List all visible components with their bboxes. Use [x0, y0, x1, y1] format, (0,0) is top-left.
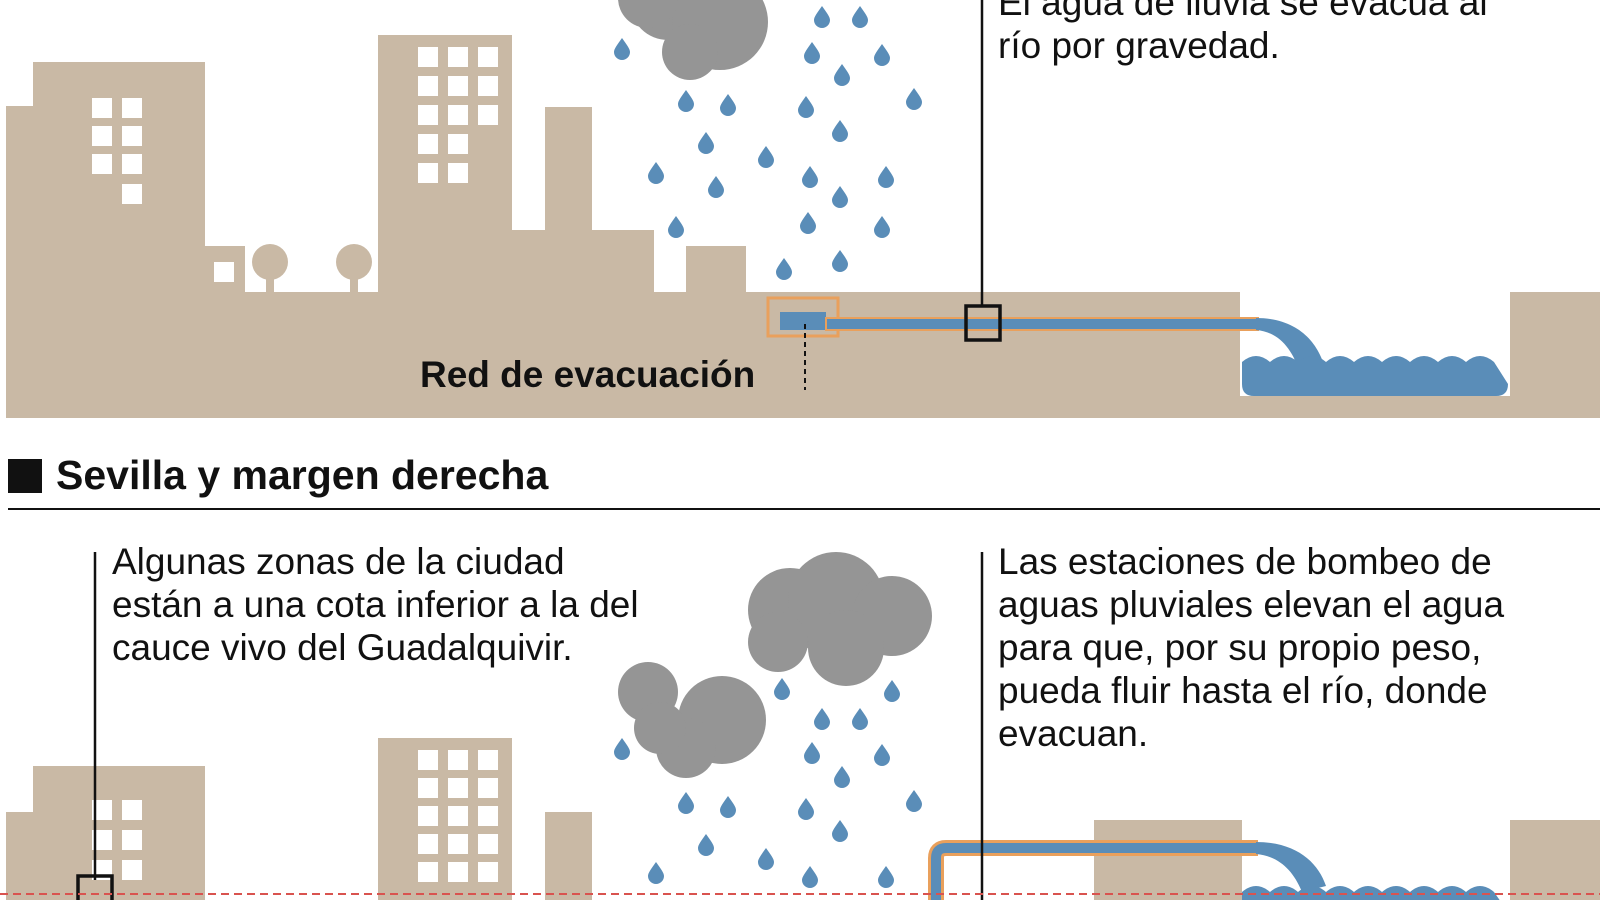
- gravity-evacuation-note: El agua de lluvia se evacua al río por g…: [998, 0, 1488, 66]
- low-zones-note: Algunas zonas de la ciudad están a una c…: [112, 541, 639, 668]
- top-cloud-icon: [618, 0, 768, 80]
- top-trees: [252, 244, 372, 296]
- bottom-pumping-network: [928, 840, 1500, 900]
- evacuation-network-label: Red de evacuación: [420, 354, 756, 395]
- top-drain-network: [766, 296, 1508, 396]
- pumping-stations-note: Las estaciones de bombeo de aguas pluvia…: [998, 541, 1505, 754]
- top-callout-marker: [964, 304, 1002, 342]
- top-panel: [6, 0, 1600, 418]
- top-right-bank: [1510, 297, 1600, 418]
- top-windows: [92, 47, 498, 282]
- top-buildings: [6, 35, 746, 296]
- bottom-cloud-large-icon: [748, 552, 932, 686]
- top-rain-drops: [614, 6, 922, 280]
- section-bullet-icon: [8, 458, 42, 493]
- bottom-cloud-small-icon: [618, 662, 766, 778]
- top-river-water: [1242, 356, 1508, 396]
- bottom-buildings: [6, 738, 1600, 900]
- section-divider: [8, 508, 1600, 510]
- top-river-bed: [1240, 396, 1510, 418]
- bottom-panel: [0, 552, 1600, 900]
- section-title-text: Sevilla y margen derecha: [56, 452, 549, 498]
- bottom-outfall-stream: [1256, 842, 1326, 892]
- drain-pipe: [825, 317, 1259, 331]
- bottom-rain-drops: [614, 678, 922, 888]
- section-title: Sevilla y margen derecha: [8, 452, 548, 499]
